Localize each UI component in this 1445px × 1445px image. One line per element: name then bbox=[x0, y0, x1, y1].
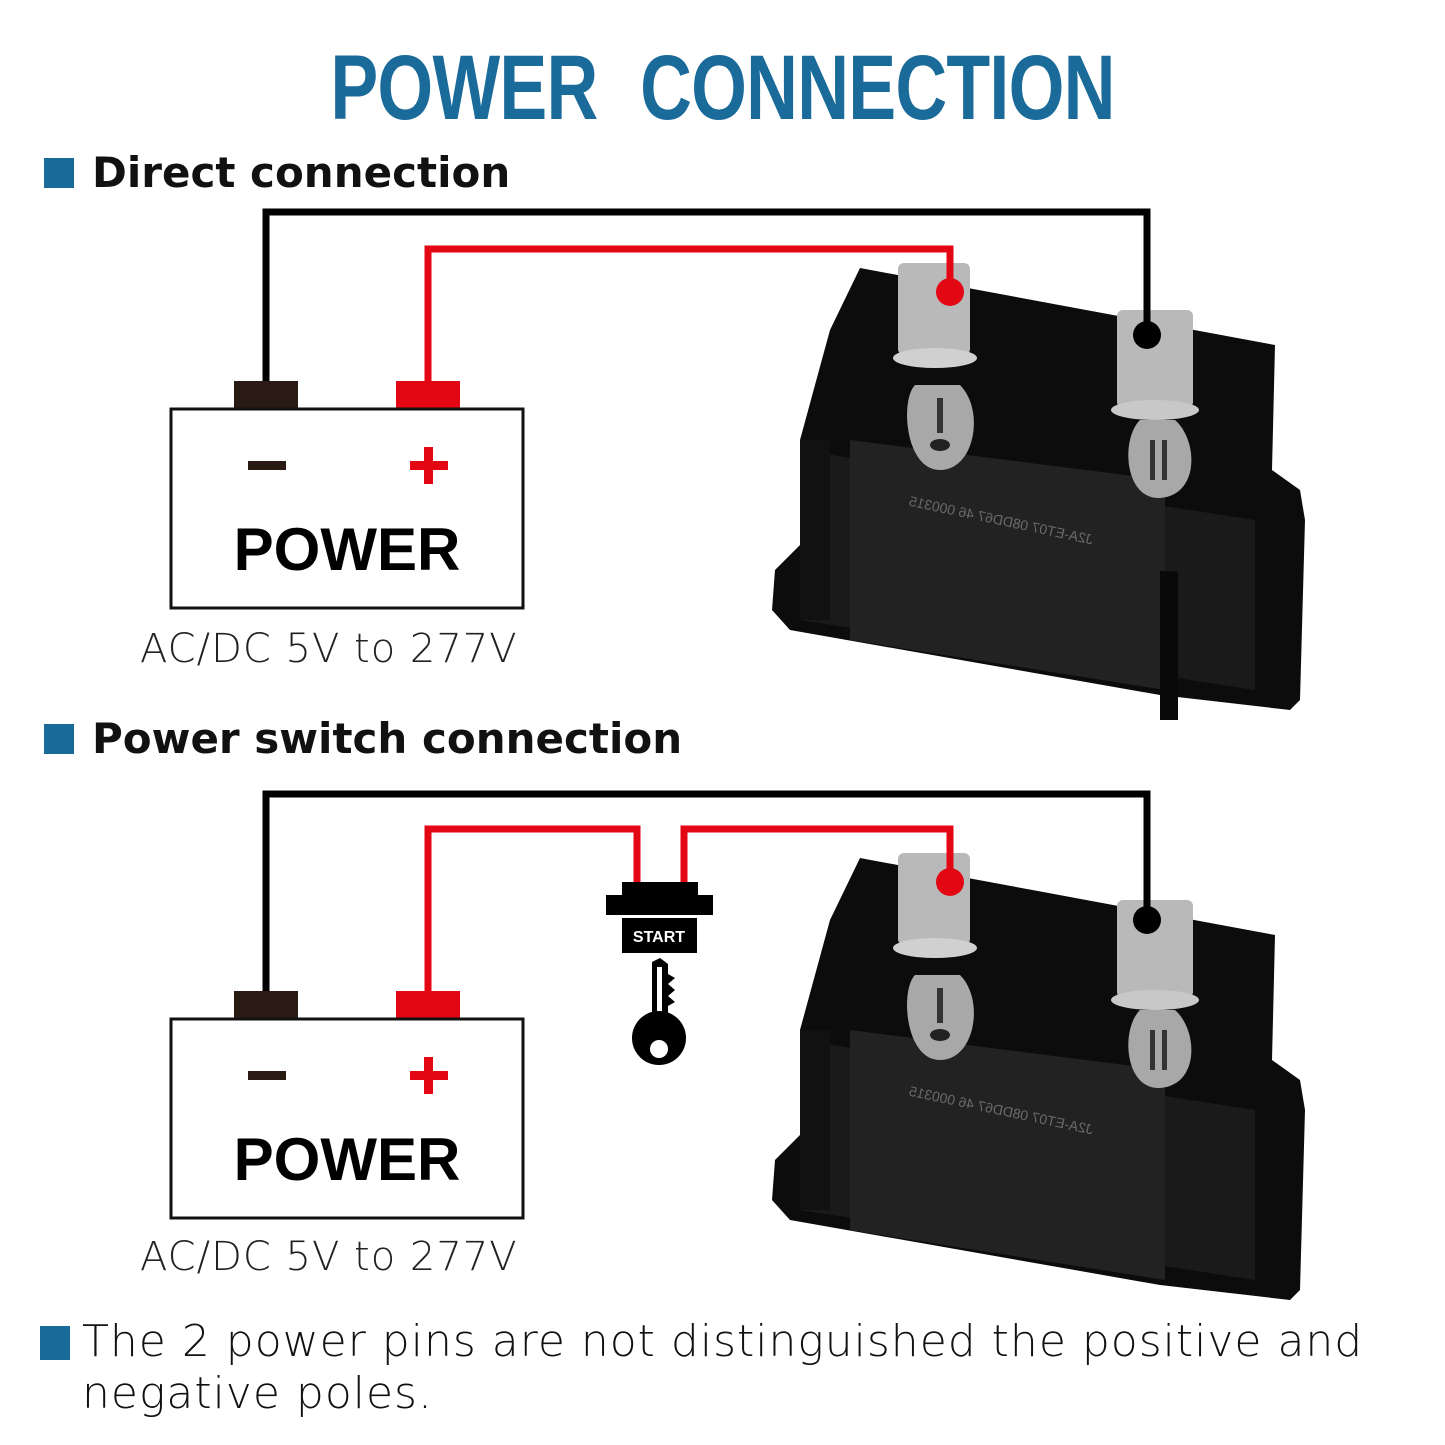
positive-wire-to-switch bbox=[424, 825, 641, 995]
negative-terminal-dot bbox=[1133, 906, 1161, 934]
minus-icon bbox=[248, 1071, 286, 1080]
minus-icon bbox=[248, 461, 286, 470]
section-heading-switch: Power switch connection bbox=[44, 714, 682, 763]
pin-right bbox=[1111, 900, 1199, 1089]
page-title: POWER CONNECTION bbox=[330, 37, 1115, 139]
polarity-note-text: The 2 power pins are not distinguished t… bbox=[82, 1316, 1364, 1419]
bullet-square-icon bbox=[40, 1326, 70, 1360]
negative-terminal bbox=[234, 381, 298, 410]
rocker-switch-device: J2A-ET07 08DD67 46 000315 bbox=[772, 853, 1305, 1300]
battery-spec: AC/DC 5V to 277V bbox=[140, 1234, 518, 1280]
positive-terminal bbox=[396, 381, 460, 410]
bullet-square-icon bbox=[44, 157, 74, 188]
direct-connection-diagram: J2A-ET07 08DD67 46 000315 POWER bbox=[169, 208, 1305, 720]
negative-terminal-dot bbox=[1133, 321, 1161, 349]
key-icon bbox=[632, 958, 686, 1065]
bullet-square-icon bbox=[44, 723, 74, 754]
positive-wire-to-device bbox=[680, 825, 954, 884]
battery-label: POWER bbox=[234, 516, 461, 583]
positive-terminal-dot bbox=[936, 868, 964, 896]
positive-wire bbox=[424, 245, 954, 385]
start-switch-label: START bbox=[633, 929, 685, 946]
power-source-battery: POWER bbox=[169, 991, 525, 1220]
positive-terminal-dot bbox=[936, 278, 964, 306]
negative-terminal bbox=[234, 991, 298, 1020]
negative-wire bbox=[262, 790, 1151, 995]
plus-icon bbox=[410, 447, 448, 484]
power-source-battery: POWER bbox=[169, 381, 525, 610]
section-heading-label: Direct connection bbox=[92, 148, 511, 197]
section-heading-direct: Direct connection bbox=[44, 148, 510, 197]
battery-spec: AC/DC 5V to 277V bbox=[140, 626, 518, 672]
rocker-switch-device: J2A-ET07 08DD67 46 000315 bbox=[772, 263, 1305, 720]
start-switch: START bbox=[606, 882, 713, 953]
section-heading-label: Power switch connection bbox=[92, 714, 683, 763]
positive-terminal bbox=[396, 991, 460, 1020]
battery-label: POWER bbox=[234, 1126, 461, 1193]
negative-wire bbox=[262, 208, 1151, 385]
plus-icon bbox=[410, 1057, 448, 1094]
